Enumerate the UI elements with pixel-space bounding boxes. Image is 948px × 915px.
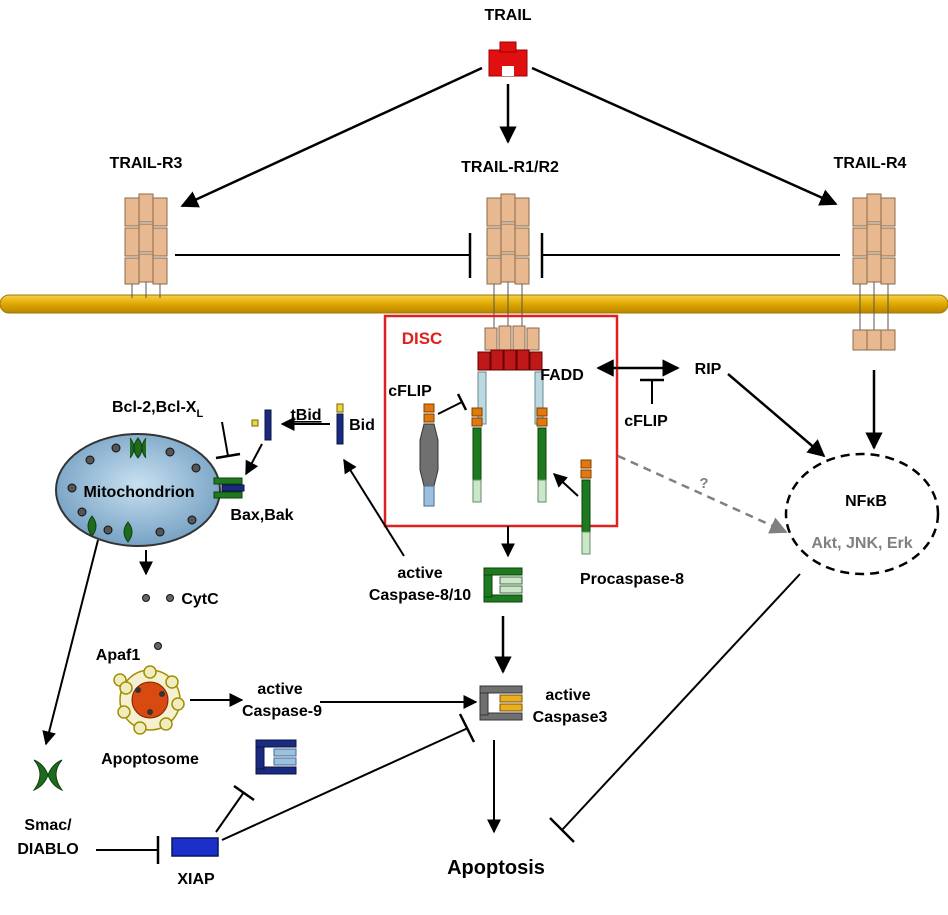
- active-caspase3-icon: [479, 685, 523, 721]
- bid-icon: [336, 403, 344, 445]
- tbid-icon: [251, 409, 272, 441]
- apaf1-label: Apaf1: [96, 647, 141, 664]
- arrow-tbid-to-baxbak: [245, 443, 263, 476]
- disc-complex-icon: [477, 325, 544, 425]
- active-c810-line1: active: [397, 565, 442, 582]
- inhibit-nfkb-apoptosis: [561, 573, 801, 831]
- inhibit-bcl2-baxbak: [221, 421, 229, 457]
- mitochondrion-label: Mitochondrion: [83, 484, 194, 501]
- trail-r4-receptor-icon: [852, 193, 896, 351]
- xiap-label: XIAP: [177, 871, 215, 888]
- apoptosome-label: Apoptosome: [101, 751, 199, 768]
- procaspase8-icon: [580, 459, 592, 555]
- arrow-trail-to-r4: [531, 66, 838, 206]
- rip-label: RIP: [695, 361, 722, 378]
- trail-ligand-icon: [488, 41, 528, 77]
- arrow-procaspase8-to-disc: [552, 473, 579, 497]
- trail-r4-label: TRAIL-R4: [834, 155, 907, 172]
- active-caspase9-icon: [255, 739, 297, 775]
- cytc-icon: [142, 594, 174, 602]
- smac-label-line2: DIABLO: [17, 841, 78, 858]
- active-c3-line2: Caspase3: [533, 709, 608, 726]
- trail-r3-receptor-icon: [124, 193, 168, 298]
- question-label: ?: [699, 475, 708, 492]
- bid-label: Bid: [349, 417, 375, 434]
- trail-r3-label: TRAIL-R3: [110, 155, 183, 172]
- tbid-label: tBid: [290, 407, 321, 424]
- bax-bak-label: Bax,Bak: [230, 507, 293, 524]
- trail-r1r2-label: TRAIL-R1/R2: [461, 159, 559, 176]
- disc-label: DISC: [402, 329, 443, 348]
- trail-r1r2-receptor-icon: [486, 193, 530, 330]
- arrow-trail-to-r3: [180, 66, 483, 208]
- apoptosome-icon: [117, 665, 185, 735]
- inhibit-xiap-caspase9: [215, 791, 245, 833]
- arrow-caspase810-to-bid: [343, 458, 405, 557]
- disc-box: [383, 314, 619, 528]
- active-c3-line1: active: [545, 687, 590, 704]
- fadd-label: FADD: [540, 367, 584, 384]
- bcl2-label: Bcl-2,Bcl-XL: [112, 399, 203, 420]
- procaspase8-label: Procaspase-8: [580, 571, 684, 588]
- cell-membrane: [0, 294, 948, 314]
- akt-label: Akt, JNK, Erk: [811, 535, 912, 552]
- mito-smac-icons: [87, 437, 147, 543]
- cytc-label: CytC: [181, 591, 219, 608]
- arrow-mito-to-smac: [42, 539, 99, 746]
- xiap-icon: [171, 837, 219, 857]
- cflip-disc-icon: [419, 403, 439, 507]
- inhibit-xiap-caspase3: [221, 727, 469, 841]
- caspase8-dimer-icon: [471, 407, 548, 503]
- nfkb-label: NFκB: [845, 493, 887, 510]
- cflip-disc-label: cFLIP: [388, 383, 432, 400]
- bax-bak-icon: [213, 477, 245, 499]
- active-c810-line2: Caspase-8/10: [369, 587, 471, 604]
- trail-label: TRAIL: [484, 7, 531, 24]
- smac-diablo-icon: [32, 759, 64, 792]
- cflip-rip-label: cFLIP: [624, 413, 668, 430]
- active-c9-line1: active: [257, 681, 302, 698]
- nfkb-ellipse: [784, 452, 940, 576]
- arrow-disc-to-nfkb: [617, 454, 788, 534]
- inhibit-cflip-disc: [437, 401, 463, 415]
- smac-label-line1: Smac/: [24, 817, 72, 834]
- mitochondrion-icon: [55, 433, 221, 547]
- arrow-rip-to-nfkb: [727, 373, 826, 458]
- apoptosis-label: Apoptosis: [447, 857, 545, 879]
- active-caspase810-icon: [483, 567, 523, 603]
- active-c9-line2: Caspase-9: [242, 703, 322, 720]
